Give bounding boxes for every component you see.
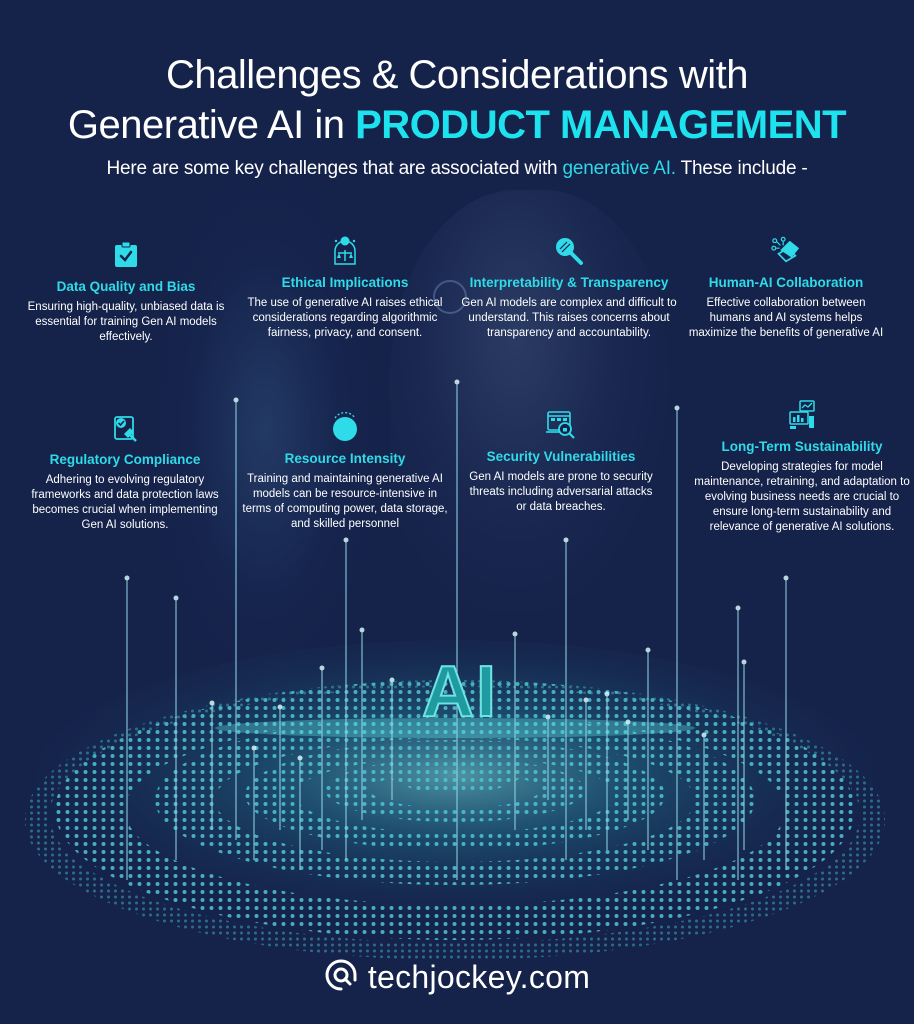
card-description: Developing strategies for model maintena… <box>694 461 910 533</box>
footer: techjockey.com <box>0 958 914 997</box>
header: Challenges & Considerations with Generat… <box>0 50 914 180</box>
card-description: Gen AI models are prone to security thre… <box>469 471 653 513</box>
card-description: Effective collaboration between humans a… <box>688 297 884 339</box>
card-title: Regulatory Compliance <box>49 452 201 467</box>
card-title: Resource Intensity <box>284 451 406 466</box>
card-data-quality: Data Quality and Bias Ensuring high-qual… <box>26 240 226 345</box>
card-security-vulnerabilities: Security Vulnerabilities Gen AI models a… <box>465 410 657 515</box>
subtitle-suffix: These include - <box>675 158 808 179</box>
card-title: Data Quality and Bias <box>56 279 196 294</box>
subtitle-prefix: Here are some key challenges that are as… <box>106 158 563 179</box>
title-accent: PRODUCT MANAGEMENT <box>355 103 847 147</box>
card-title: Security Vulnerabilities <box>486 449 636 464</box>
checklist-icon <box>111 240 141 270</box>
card-title: Ethical Implications <box>281 275 409 290</box>
card-description: Gen AI models are complex and difficult … <box>461 297 677 339</box>
handshake-icon <box>771 236 801 266</box>
compliance-document-icon <box>110 413 140 443</box>
card-title: Interpretability & Transparency <box>469 275 669 290</box>
card-resource-intensity: Resource Intensity Training and maintain… <box>240 412 450 532</box>
resource-gauge-icon <box>330 412 360 442</box>
security-scan-icon <box>546 410 576 440</box>
title-prefix: Generative AI in <box>67 103 356 147</box>
subtitle-accent: generative AI. <box>562 158 676 179</box>
techjockey-logo-icon <box>324 958 358 997</box>
card-description: Training and maintaining generative AI m… <box>242 473 448 530</box>
card-title: Long-Term Sustainability <box>721 439 883 454</box>
scales-icon <box>330 236 360 266</box>
card-description: Adhering to evolving regulatory framewor… <box>31 474 219 531</box>
subtitle: Here are some key challenges that are as… <box>0 158 914 180</box>
ai-center-label: AI <box>421 651 498 733</box>
card-human-ai-collaboration: Human-AI Collaboration Effective collabo… <box>686 236 886 341</box>
card-regulatory-compliance: Regulatory Compliance Adhering to evolvi… <box>25 413 225 533</box>
card-title: Human-AI Collaboration <box>708 275 864 290</box>
magnifier-icon <box>554 236 584 266</box>
page-title-line1: Challenges & Considerations with <box>165 53 749 97</box>
page-title-line2: Generative AI in PRODUCT MANAGEMENT <box>0 100 914 150</box>
sustainability-dashboard-icon <box>787 400 817 430</box>
card-description: The use of generative AI raises ethical … <box>247 297 443 339</box>
card-ethical-implications: Ethical Implications The use of generati… <box>245 236 445 341</box>
card-long-term-sustainability: Long-Term Sustainability Developing stra… <box>692 400 912 535</box>
card-description: Ensuring high-quality, unbiased data is … <box>27 301 225 343</box>
brand-name: techjockey.com <box>367 959 591 995</box>
card-interpretability: Interpretability & Transparency Gen AI m… <box>458 236 680 341</box>
